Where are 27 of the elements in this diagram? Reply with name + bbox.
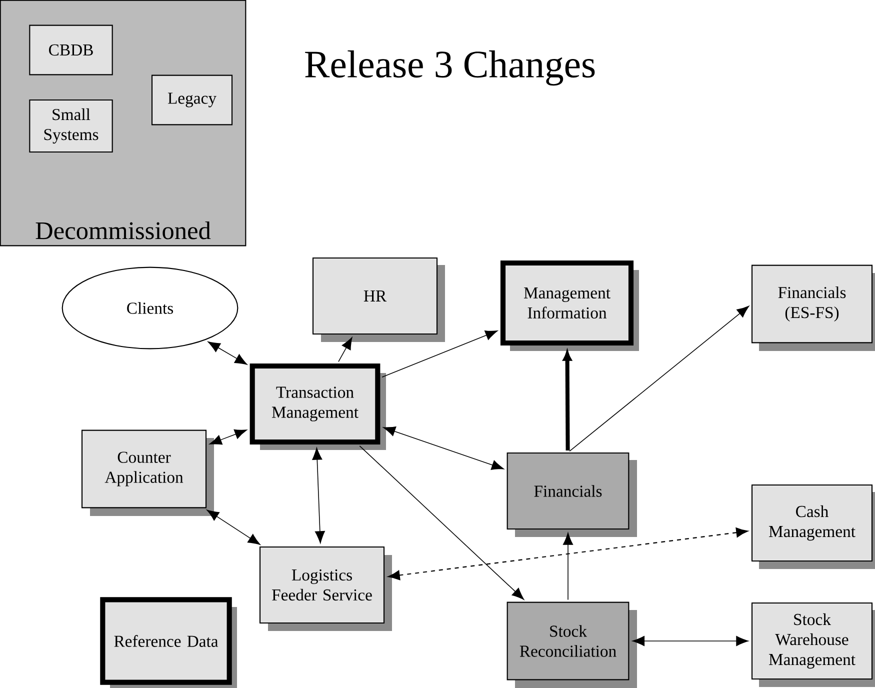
system-box: Stock Warehouse Management <box>751 602 875 687</box>
arrow <box>208 342 248 365</box>
system-box: Transaction Management <box>250 363 386 450</box>
system-box: Management Information <box>500 260 639 351</box>
system-box: CBDB <box>29 24 113 76</box>
arrow <box>209 429 247 445</box>
arrow <box>206 510 260 545</box>
arrow <box>632 636 748 646</box>
system-box: Counter Application <box>81 430 214 516</box>
arrow <box>388 528 748 580</box>
system-box: Reference Data <box>100 597 237 688</box>
system-box: Financials <box>506 452 637 537</box>
arrow <box>382 330 498 378</box>
system-box: Small Systems <box>29 99 113 153</box>
title: Release 3 Changes <box>305 50 595 86</box>
system-box: Cash Management <box>751 484 875 569</box>
arrow <box>338 337 352 362</box>
arrow <box>359 446 524 600</box>
system-box: Logistics Feeder Service <box>259 546 392 631</box>
system-box: Stock Reconciliation <box>506 602 637 688</box>
arrow <box>383 426 504 470</box>
arrow <box>563 532 574 600</box>
system-box: Financials (ES-FS) <box>751 264 875 351</box>
arrow <box>569 306 750 452</box>
system-box: Legacy <box>151 74 233 126</box>
arrow <box>312 448 325 544</box>
system-box: HR <box>312 257 445 342</box>
